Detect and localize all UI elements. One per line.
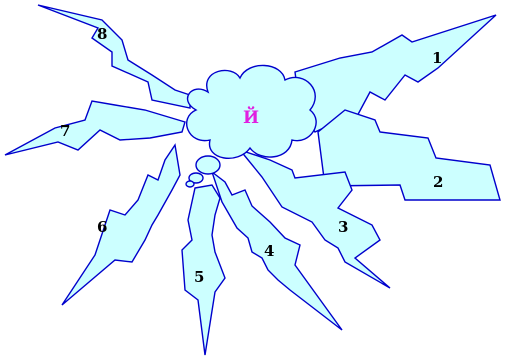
bolt-label-1: 1: [432, 49, 442, 67]
bolt-label-8: 8: [97, 25, 107, 43]
lightning-bolt-6: [62, 145, 180, 305]
thought-bubble-dot-large: [196, 156, 220, 174]
bolt-label-3: 3: [338, 218, 348, 236]
bolt-label-4: 4: [264, 242, 274, 260]
center-label: Й: [243, 106, 259, 128]
lightning-bolt-7: [5, 101, 185, 155]
bolt-label-2: 2: [433, 173, 443, 191]
bolt-label-5: 5: [194, 268, 204, 286]
thought-bubble-dot-small: [186, 181, 194, 187]
lightning-bolt-1: [295, 15, 496, 132]
bolt-label-6: 6: [97, 218, 107, 236]
bolt-label-7: 7: [60, 122, 70, 140]
lightning-bolt-8: [38, 5, 190, 108]
